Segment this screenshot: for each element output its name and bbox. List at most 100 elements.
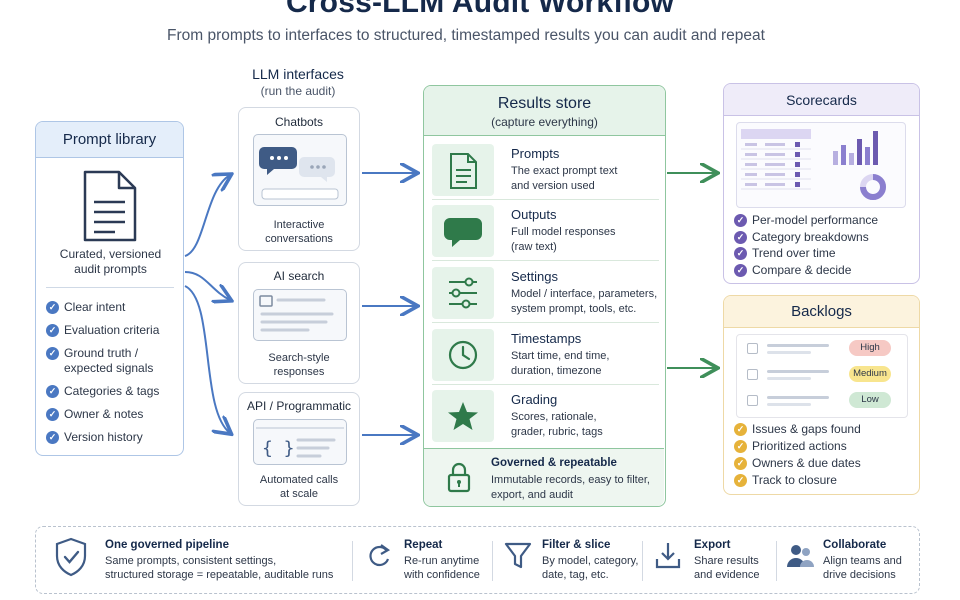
row-desc: Scores, rationale,grader, rubric, tags [511, 411, 603, 438]
check-icon: ✓ [734, 263, 747, 277]
check-icon: ✓ [734, 457, 747, 470]
list-item: ✓Evaluation criteria [46, 323, 159, 338]
backlogs-title: Backlogs [724, 296, 919, 328]
chatbots-label: Chatbots [274, 115, 324, 129]
row-desc: Full model responses(raw text) [511, 226, 616, 253]
list-item: ✓Track to closure [734, 473, 861, 488]
chat-window [253, 134, 347, 206]
check-icon: ✓ [46, 408, 59, 421]
ai-search-card: AI search Search-style responses [238, 262, 360, 384]
row-title: Settings [511, 269, 558, 284]
backlogs-card: Backlogs High Medium Low ✓Issues & gaps … [723, 295, 920, 495]
footer-desc: Immutable records, easy to filter,export… [491, 474, 650, 501]
prompt-library-title: Prompt library [36, 122, 183, 158]
people-icon [787, 545, 814, 567]
scorecards-card: Scorecards ✓Per-model performance ✓Categ… [723, 83, 920, 284]
row-desc: Start time, end time,duration, timezone [511, 350, 610, 377]
check-icon: ✓ [46, 301, 59, 314]
svg-text:{ }: { } [262, 438, 295, 459]
results-store-subtitle: (capture everything) [491, 115, 598, 129]
results-store-footer: Governed & repeatable Immutable records,… [424, 448, 664, 506]
banner-title: Filter & slice [542, 539, 611, 551]
divider [46, 287, 174, 288]
llm-interfaces-title: LLM interfaces [252, 66, 344, 82]
banner-item-filter: Filter & slice By model, category,date, … [504, 537, 638, 581]
divider [492, 541, 493, 581]
footer-title: Governed & repeatable [491, 457, 617, 469]
dashboard-icon [741, 129, 886, 200]
shield-check-icon [55, 537, 87, 577]
divider [352, 541, 353, 581]
banner-desc: By model, category,date, tag, etc. [542, 555, 639, 581]
document-icon [83, 170, 137, 242]
check-icon: ✓ [734, 230, 747, 244]
results-store-card: Results store (capture everything) Promp… [423, 85, 666, 507]
list-item: ✓Issues & gaps found [734, 422, 861, 437]
list-item: ✓Categories & tags [46, 384, 159, 399]
divider [776, 541, 777, 581]
dashboard-illustration [736, 122, 906, 208]
check-icon: ✓ [734, 214, 747, 227]
ai-search-caption: Search-style responses [268, 352, 330, 378]
row-title: Grading [511, 392, 558, 407]
check-icon: ✓ [734, 440, 747, 453]
clock-icon [448, 340, 478, 370]
page-subtitle: From prompts to interfaces to structured… [167, 27, 765, 44]
download-icon [655, 543, 681, 569]
summary-banner: One governed pipeline Same prompts, cons… [35, 526, 920, 594]
check-icon: ✓ [734, 474, 747, 487]
backlog-row: High [745, 339, 901, 359]
list-item: ✓Version history [46, 430, 159, 445]
check-icon: ✓ [734, 247, 747, 260]
results-store-header: Results store (capture everything) [424, 86, 665, 136]
api-caption: Automated calls at scale [259, 474, 339, 500]
list-item: ✓Owner & notes [46, 407, 159, 422]
banner-desc: Same prompts, consistent settings,struct… [105, 555, 334, 581]
checkbox-icon [747, 369, 758, 380]
backlog-row: Medium [745, 365, 901, 385]
results-row-timestamps: Timestamps Start time, end time,duration… [432, 327, 659, 385]
sliders-icon [449, 277, 477, 309]
row-title: Prompts [511, 146, 560, 161]
scorecards-title: Scorecards [724, 84, 919, 116]
arrow-library-to-api [184, 285, 230, 433]
check-icon: ✓ [46, 385, 59, 398]
divider [642, 541, 643, 581]
list-item: ✓Owners & due dates [734, 456, 861, 471]
banner-title: Export [694, 539, 731, 551]
refresh-icon [369, 544, 391, 567]
chat-bubbles-icon [259, 147, 339, 200]
list-item: ✓Clear intent [46, 300, 159, 315]
code-braces-icon: { } [256, 427, 344, 459]
row-title: Outputs [511, 207, 557, 222]
api-card: API / Programmatic { } Automated calls a… [238, 392, 360, 506]
check-icon: ✓ [734, 423, 747, 436]
row-title: Timestamps [511, 331, 582, 346]
search-window [253, 289, 347, 341]
list-item: ✓Prioritized actions [734, 439, 861, 454]
arrow-library-to-chatbots [184, 175, 230, 257]
check-icon: ✓ [46, 324, 59, 337]
results-store-title: Results store [497, 95, 592, 112]
results-row-outputs: Outputs Full model responses(raw text) [432, 203, 659, 261]
row-desc: Model / interface, parameters,system pro… [511, 288, 658, 315]
list-item: expected signals [64, 361, 154, 375]
list-item: ✓Per-model performance [734, 213, 878, 228]
banner-title: Repeat [404, 539, 443, 551]
checkbox-icon [747, 343, 758, 354]
llm-interfaces-subtitle: (run the audit) [260, 84, 336, 98]
list-item: ✓Trend over time [734, 246, 878, 261]
banner-title: One governed pipeline [105, 539, 229, 551]
priority-badge-low: Low [849, 392, 891, 408]
search-window-icon [259, 295, 334, 332]
lock-icon [447, 462, 471, 493]
banner-title: Collaborate [823, 539, 887, 551]
ai-search-label: AI search [273, 269, 325, 283]
